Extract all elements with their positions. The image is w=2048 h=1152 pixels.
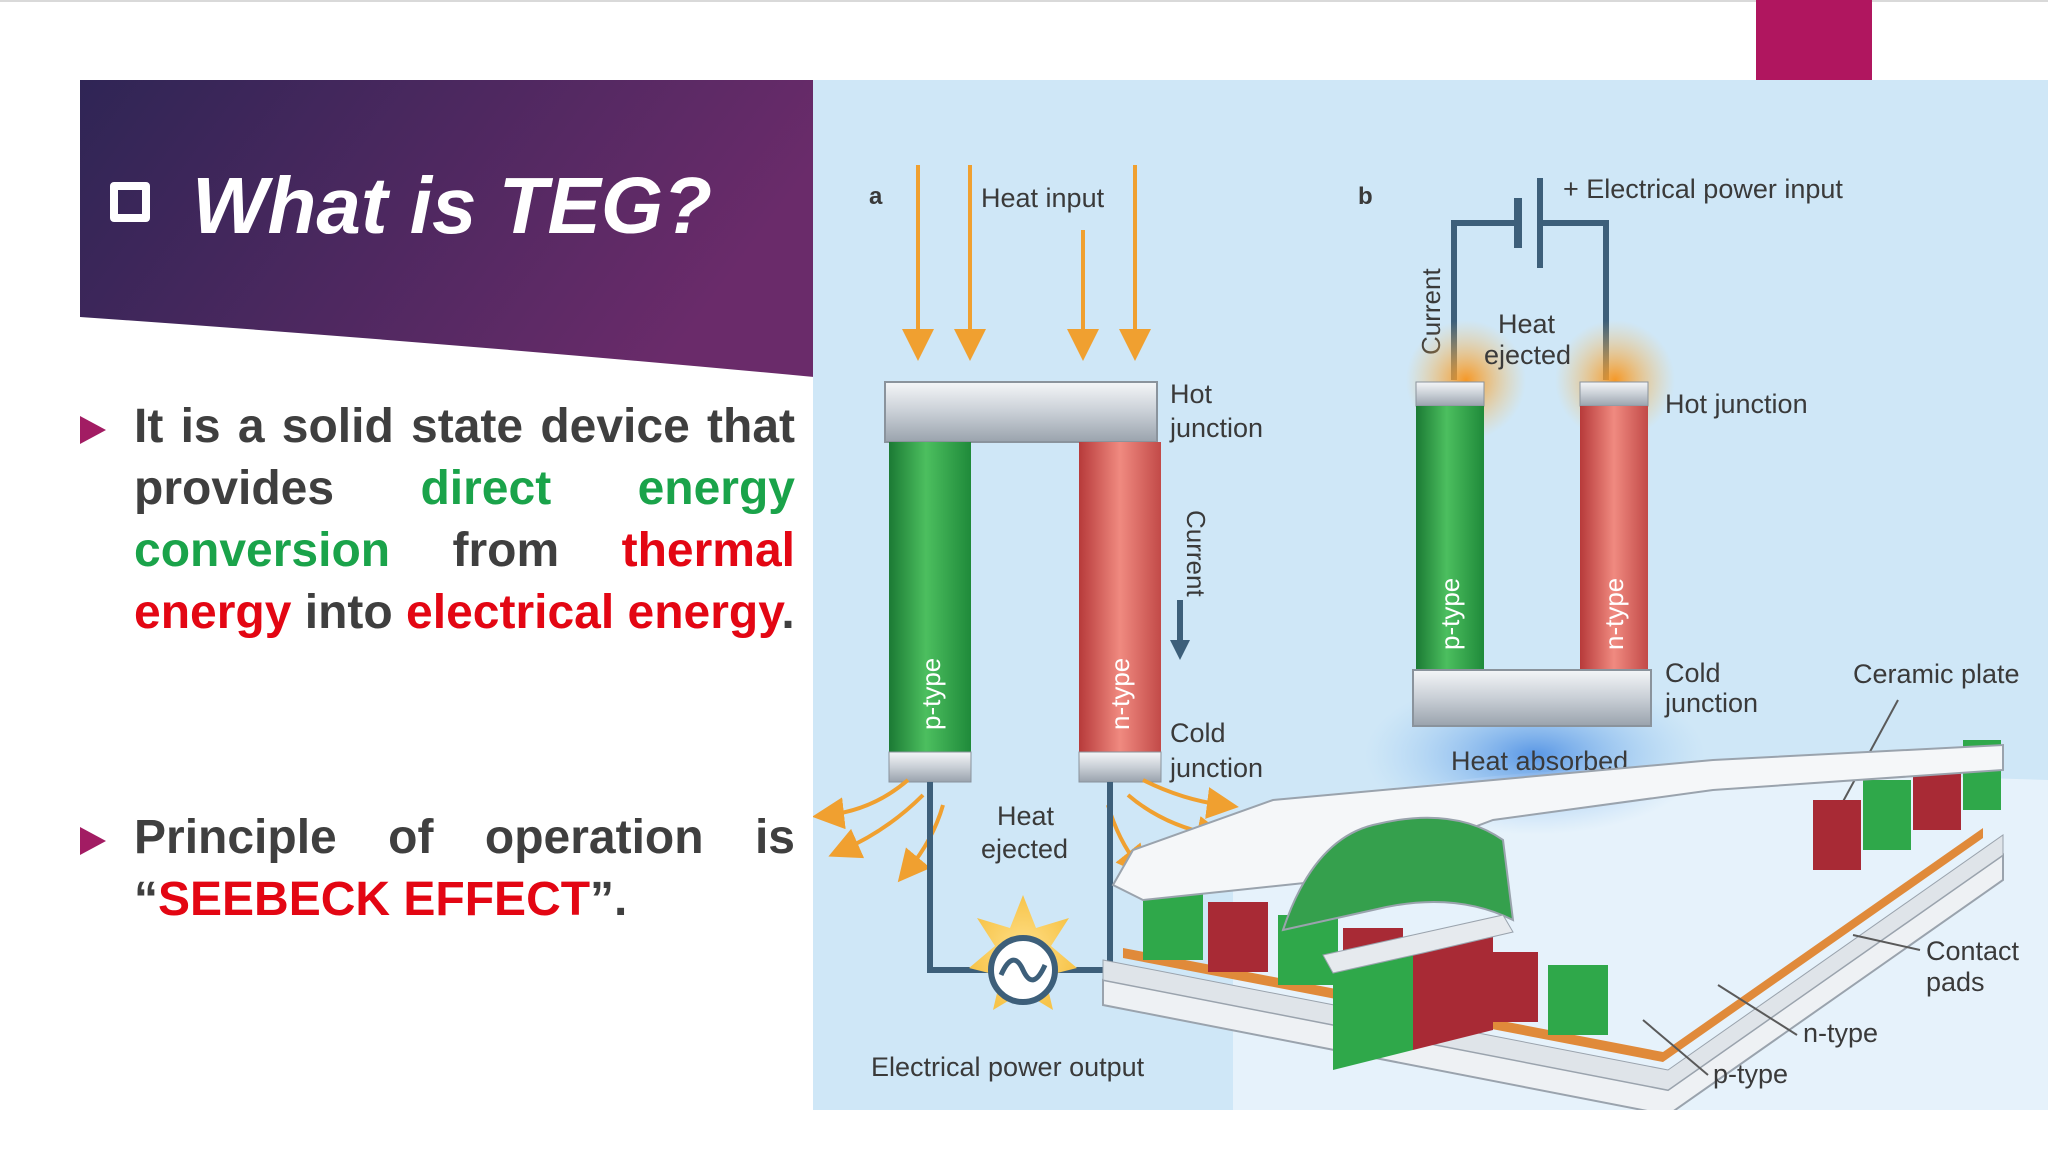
p-type-leg-a	[889, 442, 971, 752]
heat-ejected-label-b-1: Heat	[1498, 309, 1556, 339]
p-contact-a	[888, 751, 972, 783]
n-type-leg-a	[1079, 442, 1161, 752]
bullet1-highlight-direct-conversion: direct energy conversion	[134, 462, 795, 577]
cold-junction-label-b-1: Cold	[1665, 658, 1721, 688]
hot-junction-label-a-1: Hot	[1170, 379, 1213, 409]
title-banner	[80, 80, 814, 377]
cold-junction-label-a-1: Cold	[1170, 718, 1226, 748]
bullet1-text-4: .	[781, 586, 795, 639]
bullet2-text-1: Principle of operation is “	[134, 811, 795, 926]
cold-junction-label-a-2: junction	[1169, 753, 1263, 783]
p-type-label-b: p-type	[1435, 578, 1465, 650]
slide-title: What is TEG?	[110, 160, 712, 252]
front-element-cap	[1322, 914, 1514, 974]
p-type-leg-b	[1416, 406, 1484, 716]
n-contact-a	[1078, 751, 1162, 783]
bullet-text-principle: Principle of operation is “SEEBECK EFFEC…	[134, 807, 795, 931]
accent-tab	[1756, 0, 1872, 80]
bullet2-highlight-seebeck: SEEBECK EFFECT	[158, 873, 591, 926]
contact-pads-label-2: pads	[1926, 967, 1985, 997]
checkbox-bullet-icon	[110, 181, 150, 222]
bullet2-text-2: ”.	[590, 873, 628, 926]
contact-pads-leader	[1852, 934, 1921, 951]
p-type-leader-c	[1642, 1019, 1709, 1076]
bullet1-text-2: from	[390, 524, 622, 577]
bullet-item-definition: It is a solid state device that provides…	[80, 396, 795, 644]
current-arrowhead-a	[1170, 640, 1190, 660]
panel-c: c Ceramic plate Contact pads n-type	[1102, 659, 2020, 1110]
heat-input-arrows	[902, 165, 1151, 361]
front-element-n	[1413, 930, 1493, 1050]
power-input-label: + Electrical power input	[1563, 174, 1843, 204]
cold-junction-plate-b	[1412, 669, 1652, 727]
heat-ejected-label-a-1: Heat	[997, 801, 1055, 831]
p-type-label-a: p-type	[916, 658, 946, 730]
front-element-p	[1333, 950, 1413, 1070]
bullet-item-principle: Principle of operation is “SEEBECK EFFEC…	[80, 807, 795, 931]
hot-junction-label-a-2: junction	[1169, 413, 1263, 443]
triangle-bullet-icon	[80, 827, 106, 855]
contact-pads-label-1: Contact	[1926, 936, 2020, 966]
heat-ejected-label-b-2: ejected	[1484, 340, 1571, 370]
p-type-label-c: p-type	[1713, 1059, 1788, 1089]
panel-a-letter: a	[869, 183, 883, 210]
slide-title-text: What is TEG?	[192, 161, 712, 250]
bottom-ceramic-top	[1102, 834, 2004, 1091]
heat-input-label: Heat input	[981, 183, 1105, 213]
triangle-bullet-icon	[80, 416, 106, 444]
hot-junction-plate-a	[884, 381, 1158, 443]
cold-junction-label-b-2: junction	[1664, 688, 1758, 718]
n-type-label-c: n-type	[1803, 1018, 1878, 1048]
bullet1-highlight-thermal-energy: thermal energy	[134, 524, 795, 639]
n-contact-b	[1579, 381, 1649, 407]
bullet-text-definition: It is a solid state device that provides…	[134, 396, 795, 644]
bullet1-text-1: It is a solid state device that provides	[134, 400, 795, 515]
power-output-label: Electrical power output	[871, 1052, 1145, 1082]
panel-b-letter: b	[1358, 183, 1373, 210]
heat-ejected-label-a-2: ejected	[981, 834, 1068, 864]
bulb-filament-icon	[998, 957, 1048, 983]
hot-junction-label-b: Hot junction	[1665, 389, 1808, 419]
panel-a: a Heat input p-type n-type Hot junction …	[813, 165, 1263, 1082]
p-contact-b	[1415, 381, 1485, 407]
teg-diagram-figure: a Heat input p-type n-type Hot junction …	[813, 80, 2048, 1110]
lifted-plate-section	[1281, 816, 1515, 932]
n-type-label-a: n-type	[1105, 658, 1135, 730]
n-type-leader-c	[1717, 984, 1798, 1036]
bullet1-highlight-electrical-energy: electrical energy	[406, 586, 782, 639]
top-border-line	[0, 0, 2048, 2]
ceramic-plate-label: Ceramic plate	[1853, 659, 2020, 689]
n-type-label-b: n-type	[1599, 578, 1629, 650]
bullet1-text-3: into	[291, 586, 407, 639]
n-type-leg-b	[1580, 406, 1648, 716]
current-label-a: Current	[1181, 510, 1211, 597]
